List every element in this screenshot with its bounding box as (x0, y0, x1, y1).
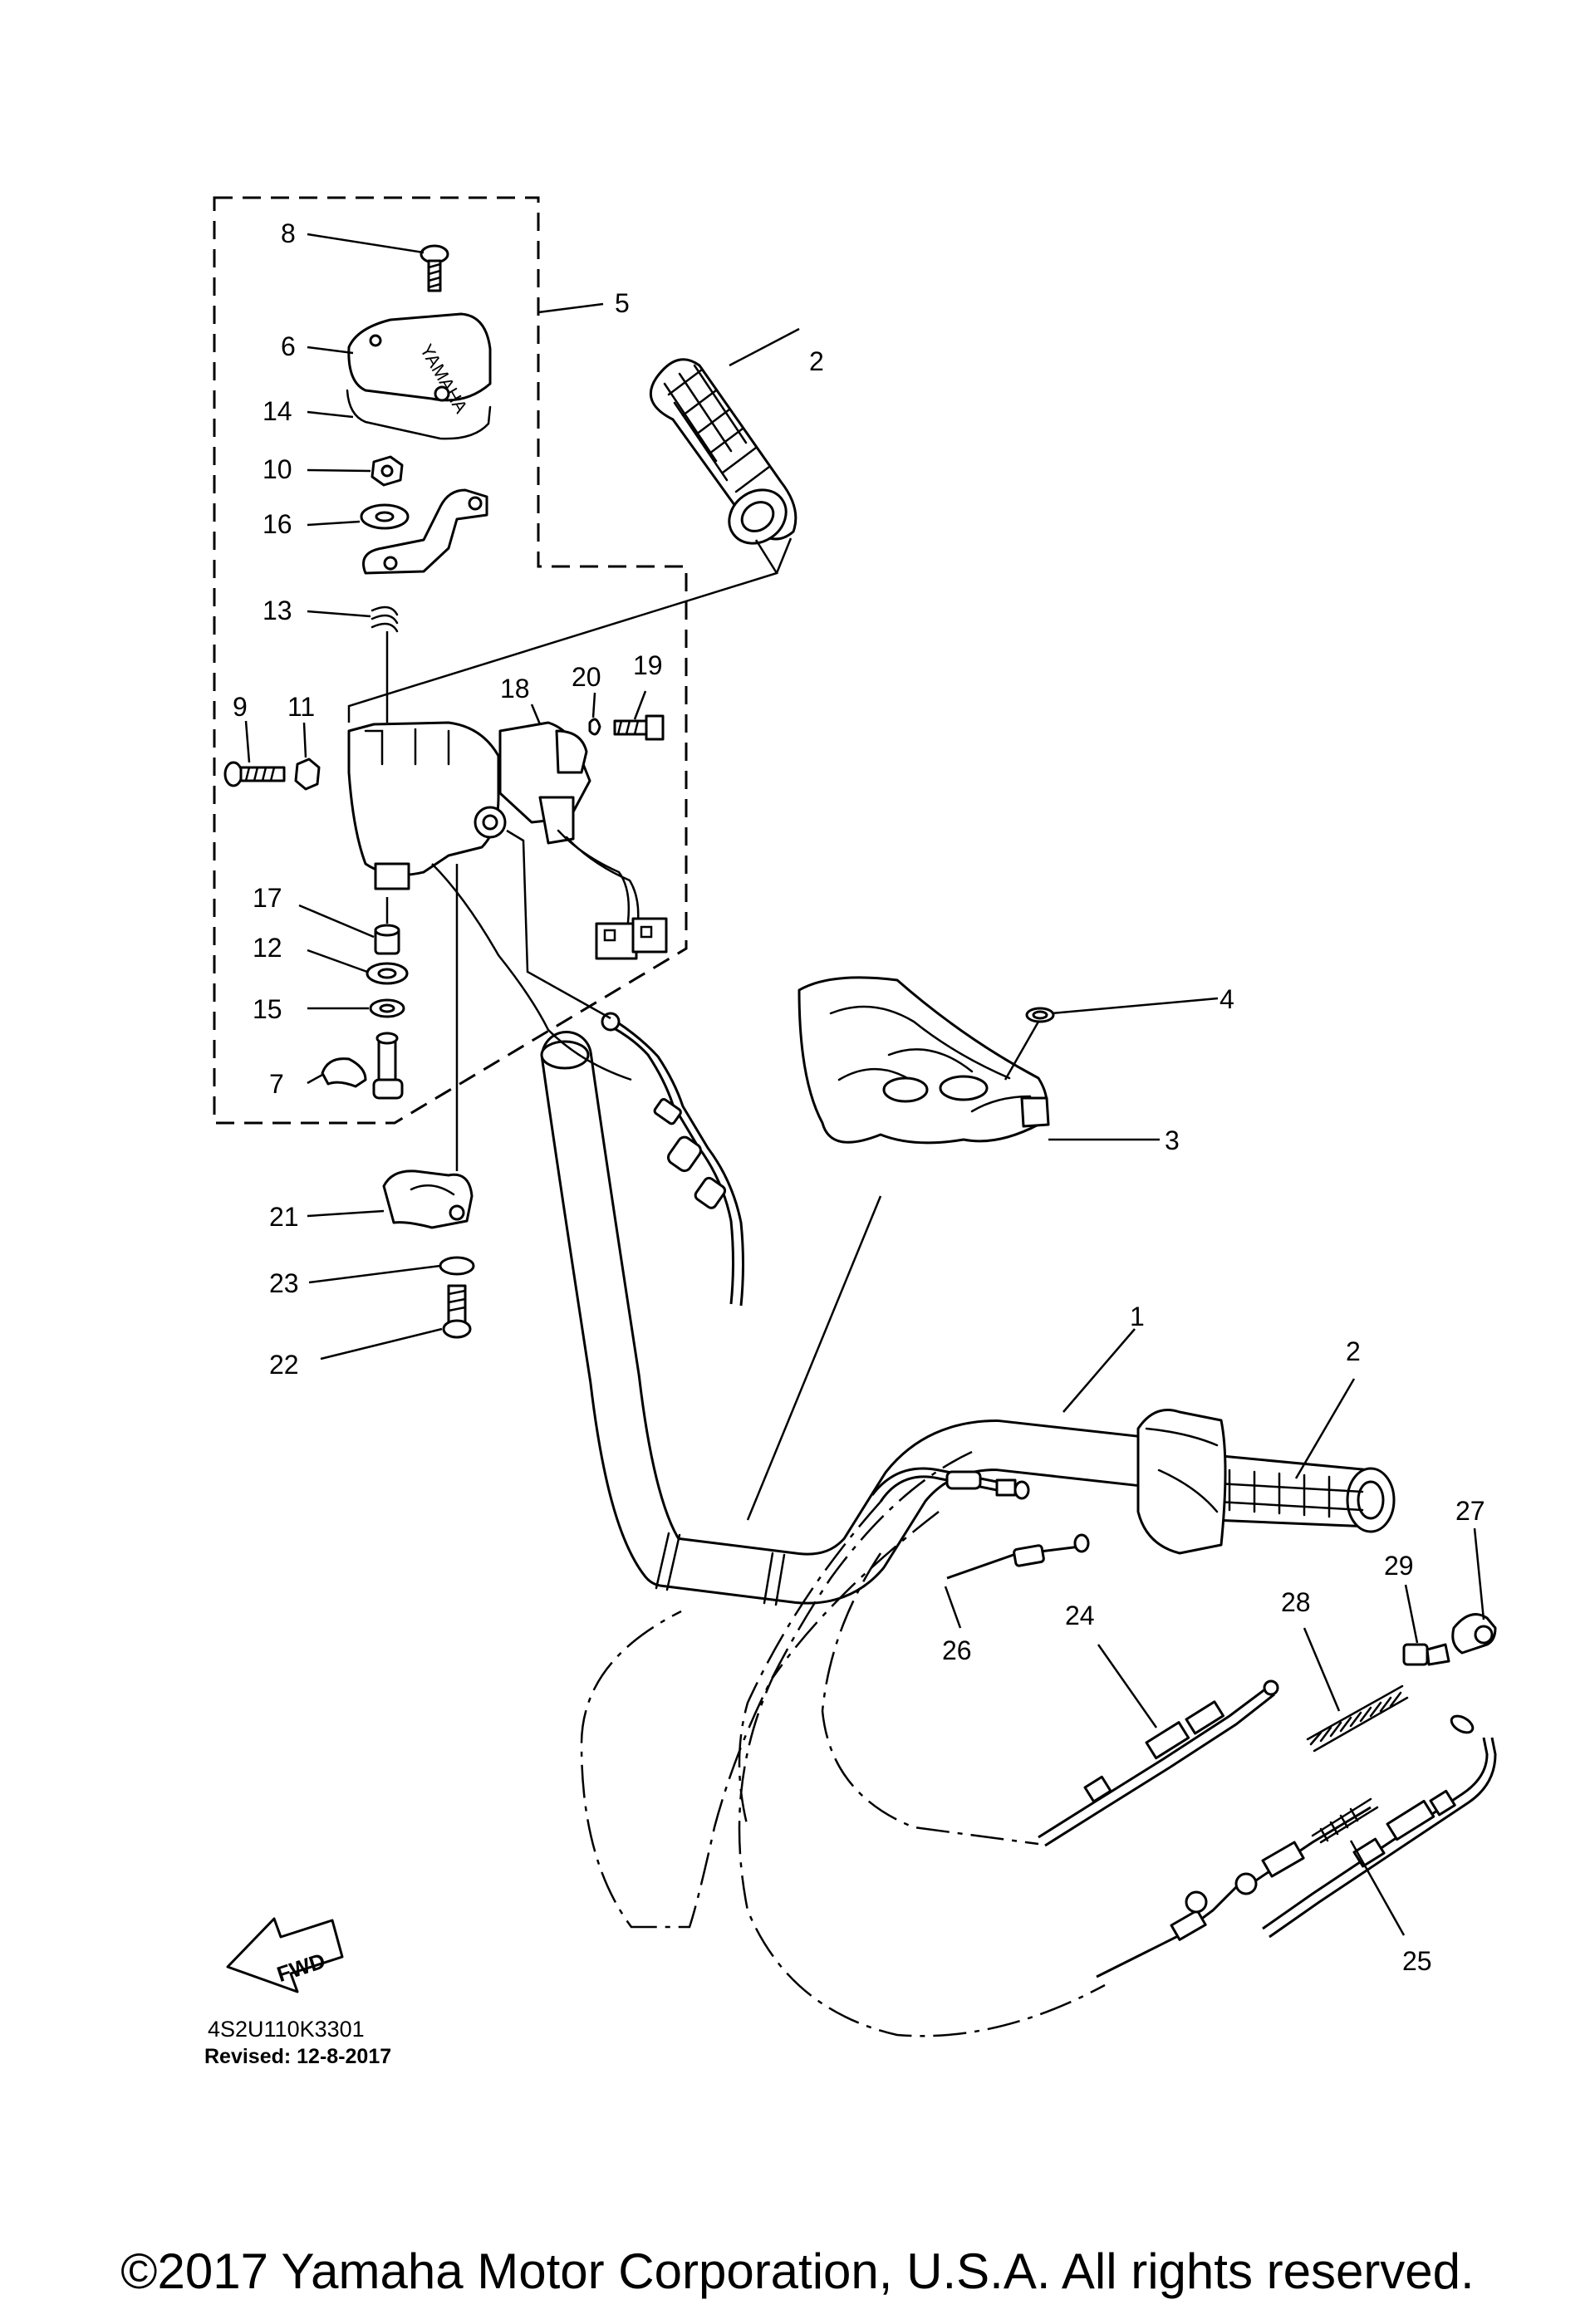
label-part-27: 27 (1455, 1496, 1485, 1526)
label-part-22: 22 (269, 1350, 299, 1380)
routing-line-lever (431, 863, 632, 1081)
revision-date: Revised: 12-8-2017 (204, 2045, 392, 2068)
callout-labels: 8 5 6 14 10 16 13 9 11 18 20 19 17 12 15… (233, 218, 1485, 1976)
fwd-arrow-icon: FWD (226, 1917, 344, 1993)
label-part-3: 3 (1165, 1125, 1180, 1155)
gasket-14 (346, 389, 492, 440)
routing-line-b (738, 1511, 1106, 2037)
washer-15 (369, 998, 405, 1018)
switch-18 (498, 721, 591, 845)
label-part-14: 14 (263, 396, 292, 426)
label-part-21: 21 (269, 1202, 299, 1232)
routing-line-pad (746, 1195, 882, 1521)
label-part-16: 16 (263, 509, 292, 539)
routing-line-a (580, 1450, 973, 1929)
throttle-housing (1136, 1409, 1227, 1555)
assembly-outline (213, 196, 688, 1125)
switch-cable (601, 1012, 744, 1307)
plug-4 (1025, 1007, 1055, 1023)
label-part-19: 19 (633, 650, 663, 680)
nut-11 (294, 758, 321, 791)
nut-29 (1402, 1643, 1450, 1666)
label-part-17: 17 (253, 883, 282, 913)
label-part-9: 9 (233, 692, 248, 722)
label-part-6: 6 (281, 331, 296, 361)
bolt-19 (613, 714, 665, 741)
switch-body (347, 721, 507, 890)
label-part-18: 18 (500, 674, 530, 704)
screw-8 (420, 244, 449, 292)
label-part-24: 24 (1065, 1601, 1095, 1630)
label-part-2-right: 2 (1346, 1336, 1361, 1366)
spring-13 (371, 606, 399, 633)
leader-lines (244, 233, 1485, 1936)
label-part-10: 10 (263, 454, 292, 484)
lever-7 (321, 1032, 404, 1100)
label-part-25: 25 (1402, 1946, 1432, 1976)
clamp-21 (382, 1169, 474, 1229)
screw-22 (442, 1284, 472, 1339)
bolt-9 (223, 761, 286, 787)
label-part-29: 29 (1384, 1551, 1414, 1581)
switch-cover: YAMAHA (347, 312, 492, 417)
routing-line-grip (347, 539, 778, 723)
label-part-5: 5 (615, 288, 630, 318)
label-part-23: 23 (269, 1268, 299, 1298)
wing-nut-27 (1451, 1613, 1497, 1655)
document-code: 4S2U110K3301 (208, 2017, 365, 2042)
washer-12 (366, 962, 409, 985)
label-part-4: 4 (1220, 984, 1234, 1014)
label-part-8: 8 (281, 218, 296, 248)
label-part-11: 11 (287, 692, 315, 722)
spring-28 (1306, 1684, 1409, 1753)
label-part-1: 1 (1130, 1302, 1145, 1331)
handlebar (540, 1031, 1172, 1606)
switch-plate (362, 488, 488, 575)
label-part-7: 7 (269, 1069, 284, 1099)
cable-24 (1038, 1679, 1379, 1978)
label-part-26: 26 (942, 1635, 972, 1665)
label-part-13: 13 (263, 596, 292, 625)
washer-23 (439, 1256, 475, 1276)
routing-line-d (821, 1552, 1039, 1846)
label-part-28: 28 (1281, 1587, 1311, 1617)
handlebar-pad (798, 976, 1050, 1145)
routing-line-switch (506, 829, 611, 1020)
cable-25 (1262, 1714, 1497, 1939)
switch-wires (557, 829, 631, 924)
copyright-notice: ©2017 Yamaha Motor Corporation, U.S.A. A… (120, 2243, 1475, 2299)
connector (595, 917, 668, 960)
label-part-15: 15 (253, 994, 282, 1024)
washer-20 (588, 718, 601, 736)
label-part-12: 12 (253, 933, 282, 963)
label-part-20: 20 (572, 662, 601, 692)
washer-16 (360, 503, 410, 530)
nut-10 (371, 455, 404, 487)
routing-line-c (738, 1501, 881, 1828)
collar-17 (374, 924, 400, 955)
grip-right (1203, 1454, 1396, 1533)
grip-top (649, 358, 798, 545)
cable-26 (871, 1467, 1090, 1580)
label-part-2-top: 2 (809, 346, 824, 376)
